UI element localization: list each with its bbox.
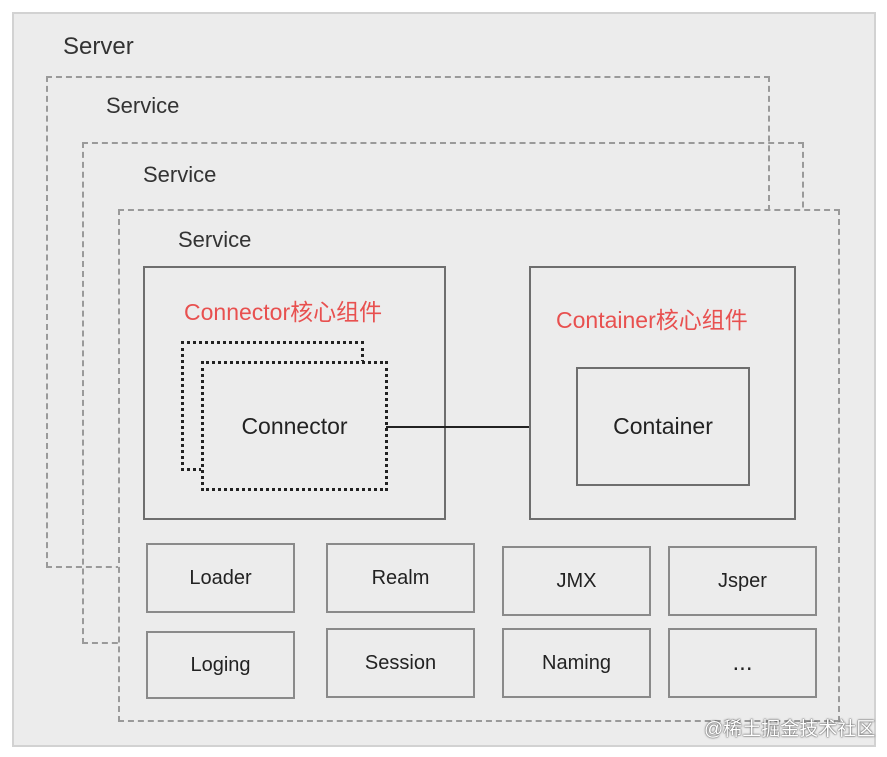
component-loging: Loging xyxy=(146,631,295,699)
component-loader: Loader xyxy=(146,543,295,613)
component-label: Naming xyxy=(542,651,611,674)
component-session: Session xyxy=(326,628,475,698)
component-ellipsis: ... xyxy=(668,628,817,698)
component-label: Session xyxy=(364,651,437,674)
container-box: Container xyxy=(576,367,750,486)
component-jmx: JMX xyxy=(502,546,651,616)
connector-container-link xyxy=(386,426,578,428)
service-label-back: Service xyxy=(106,93,180,118)
connector-core-title: Connector核心组件 xyxy=(184,299,383,325)
service-label-front: Service xyxy=(178,227,252,252)
component-naming: Naming xyxy=(502,628,651,698)
component-label: Loader xyxy=(189,566,252,589)
component-label: ... xyxy=(732,649,753,676)
connector-label: Connector xyxy=(241,412,348,439)
server-label: Server xyxy=(63,33,134,60)
component-jsper: Jsper xyxy=(668,546,817,616)
connector-box: Connector xyxy=(201,361,388,491)
component-label: Realm xyxy=(371,566,430,589)
container-core-title: Container核心组件 xyxy=(556,307,748,333)
component-label: JMX xyxy=(556,569,597,592)
watermark-text: @稀土掘金技术社区 xyxy=(704,719,876,740)
component-realm: Realm xyxy=(326,543,475,613)
service-label-middle: Service xyxy=(143,162,217,187)
component-label: Loging xyxy=(190,653,251,676)
component-label: Jsper xyxy=(718,569,767,592)
container-label: Container xyxy=(613,413,713,439)
